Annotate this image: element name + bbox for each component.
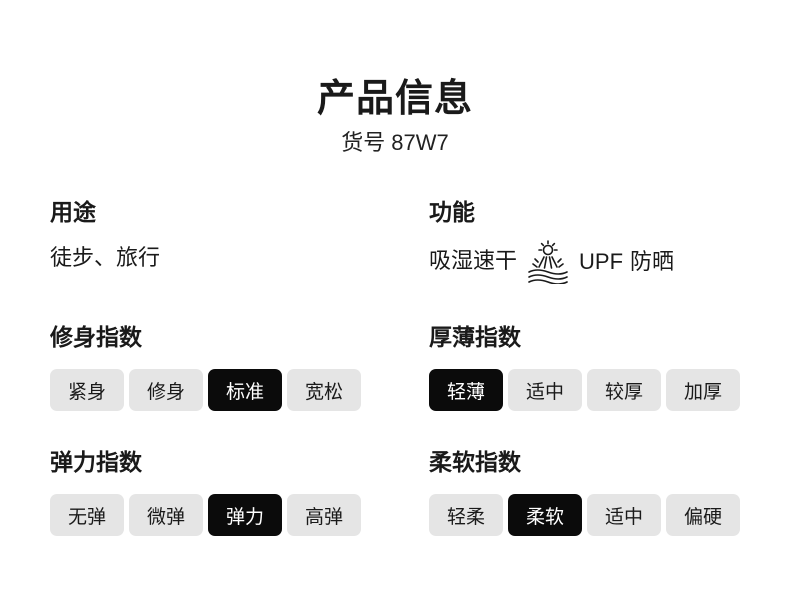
elasticity-options: 无弹 微弹 弹力 高弹 — [50, 494, 361, 536]
sku-value: 87W7 — [391, 130, 449, 155]
thickness-option[interactable]: 加厚 — [666, 369, 740, 411]
sku-label: 货号 — [341, 131, 386, 156]
fit-option[interactable]: 标准 — [208, 369, 282, 411]
upf-latin: UPF — [579, 248, 624, 274]
elasticity-option[interactable]: 弹力 — [208, 494, 282, 536]
softness-option[interactable]: 柔软 — [508, 494, 582, 536]
fit-options: 紧身 修身 标准 宽松 — [50, 369, 361, 411]
upf-cn: 防晒 — [630, 249, 675, 275]
elasticity-section: 弹力指数 无弹 微弹 弹力 高弹 — [50, 448, 361, 536]
thickness-option[interactable]: 适中 — [508, 369, 582, 411]
function-section: 功能 吸湿速干 UPF 防晒 — [429, 198, 674, 284]
thickness-option[interactable]: 较厚 — [587, 369, 661, 411]
sun-upf-icon — [528, 240, 568, 284]
usage-title: 用途 — [50, 200, 96, 226]
usage-section: 用途 徒步、旅行 — [50, 198, 160, 274]
upf-text: UPF 防晒 — [579, 247, 674, 278]
fit-title: 修身指数 — [50, 325, 142, 351]
function-title: 功能 — [429, 200, 475, 226]
softness-option[interactable]: 轻柔 — [429, 494, 503, 536]
fit-option[interactable]: 宽松 — [287, 369, 361, 411]
elasticity-option[interactable]: 无弹 — [50, 494, 124, 536]
fit-section: 修身指数 紧身 修身 标准 宽松 — [50, 323, 361, 411]
fit-option[interactable]: 修身 — [129, 369, 203, 411]
thickness-section: 厚薄指数 轻薄 适中 较厚 加厚 — [429, 323, 740, 411]
softness-options: 轻柔 柔软 适中 偏硬 — [429, 494, 740, 536]
fit-option[interactable]: 紧身 — [50, 369, 124, 411]
thickness-options: 轻薄 适中 较厚 加厚 — [429, 369, 740, 411]
elasticity-option[interactable]: 微弹 — [129, 494, 203, 536]
elasticity-option[interactable]: 高弹 — [287, 494, 361, 536]
elasticity-title: 弹力指数 — [50, 450, 142, 476]
softness-title: 柔软指数 — [429, 450, 521, 476]
softness-option[interactable]: 适中 — [587, 494, 661, 536]
thickness-option[interactable]: 轻薄 — [429, 369, 503, 411]
softness-section: 柔软指数 轻柔 柔软 适中 偏硬 — [429, 448, 740, 536]
softness-option[interactable]: 偏硬 — [666, 494, 740, 536]
usage-text: 徒步、旅行 — [50, 246, 161, 271]
page-title: 产品信息 — [316, 76, 473, 120]
thickness-title: 厚薄指数 — [429, 325, 521, 351]
function-text: 吸湿速干 — [429, 249, 518, 274]
